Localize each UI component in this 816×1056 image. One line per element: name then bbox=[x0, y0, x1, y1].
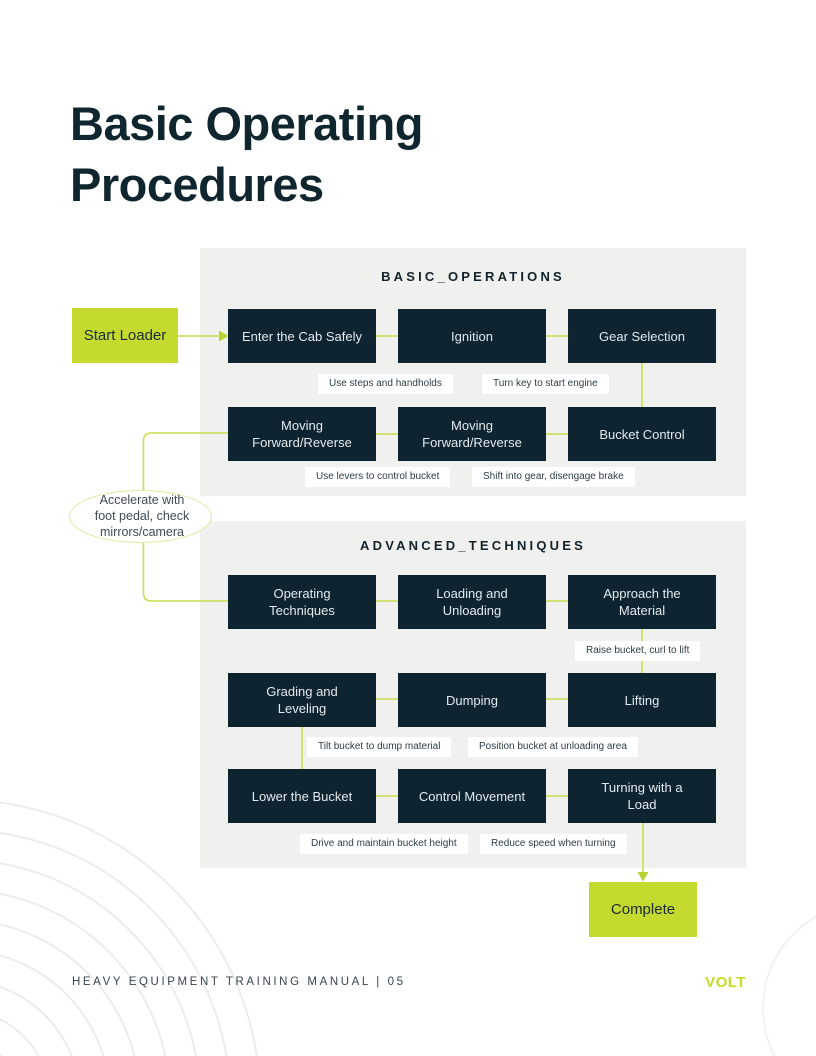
flow-node-loading-and-unloading: Loading and Unloading bbox=[398, 575, 546, 629]
annotation-chip-turn-key: Turn key to start engine bbox=[482, 374, 609, 394]
annotation-chip-tilt-bucket: Tilt bucket to dump material bbox=[307, 737, 452, 757]
flow-node-control-movement: Control Movement bbox=[398, 769, 546, 823]
flow-node-bucket-control: Bucket Control bbox=[568, 407, 716, 461]
annotation-chip-drive-maintain-height: Drive and maintain bucket height bbox=[300, 834, 468, 854]
annotation-chip-shift-into-gear: Shift into gear, disengage brake bbox=[472, 467, 635, 487]
annotation-chip-raise-bucket: Raise bucket, curl to lift bbox=[575, 641, 701, 661]
flow-node-gear-selection: Gear Selection bbox=[568, 309, 716, 363]
flow-node-moving-forward-reverse-2: Moving Forward/Reverse bbox=[398, 407, 546, 461]
page-title: Basic Operating Procedures bbox=[70, 97, 423, 212]
start-loader-node: Start Loader bbox=[72, 308, 178, 363]
complete-node: Complete bbox=[589, 882, 697, 937]
flow-node-moving-forward-reverse-1: Moving Forward/Reverse bbox=[228, 407, 376, 461]
flow-node-dumping: Dumping bbox=[398, 673, 546, 727]
annotation-chip-position-bucket: Position bucket at unloading area bbox=[468, 737, 638, 757]
annotation-chip-reduce-speed: Reduce speed when turning bbox=[480, 834, 627, 854]
note-bubble-ellipse bbox=[69, 490, 212, 543]
footer-page-label: HEAVY EQUIPMENT TRAINING MANUAL | 05 bbox=[72, 976, 406, 988]
flow-node-enter-the-cab-safely: Enter the Cab Safely bbox=[228, 309, 376, 363]
note-bubble-text: Accelerate with foot pedal, check mirror… bbox=[94, 493, 190, 539]
flow-node-grading-and-leveling: Grading and Leveling bbox=[228, 673, 376, 727]
section-heading-basic-operations: BASIC_OPERATIONS bbox=[381, 269, 565, 284]
flow-node-turning-with-a-load: Turning with a Load bbox=[568, 769, 716, 823]
flow-node-approach-the-material: Approach the Material bbox=[568, 575, 716, 629]
flow-node-lower-the-bucket: Lower the Bucket bbox=[228, 769, 376, 823]
annotation-chip-use-steps: Use steps and handholds bbox=[318, 374, 453, 394]
annotation-chip-use-levers: Use levers to control bucket bbox=[305, 467, 451, 487]
flow-node-lifting: Lifting bbox=[568, 673, 716, 727]
volt-brand-logo: VOLT bbox=[705, 974, 746, 991]
flow-node-operating-techniques: Operating Techniques bbox=[228, 575, 376, 629]
section-heading-advanced-techniques: ADVANCED_TECHNIQUES bbox=[360, 538, 586, 553]
flow-node-ignition: Ignition bbox=[398, 309, 546, 363]
